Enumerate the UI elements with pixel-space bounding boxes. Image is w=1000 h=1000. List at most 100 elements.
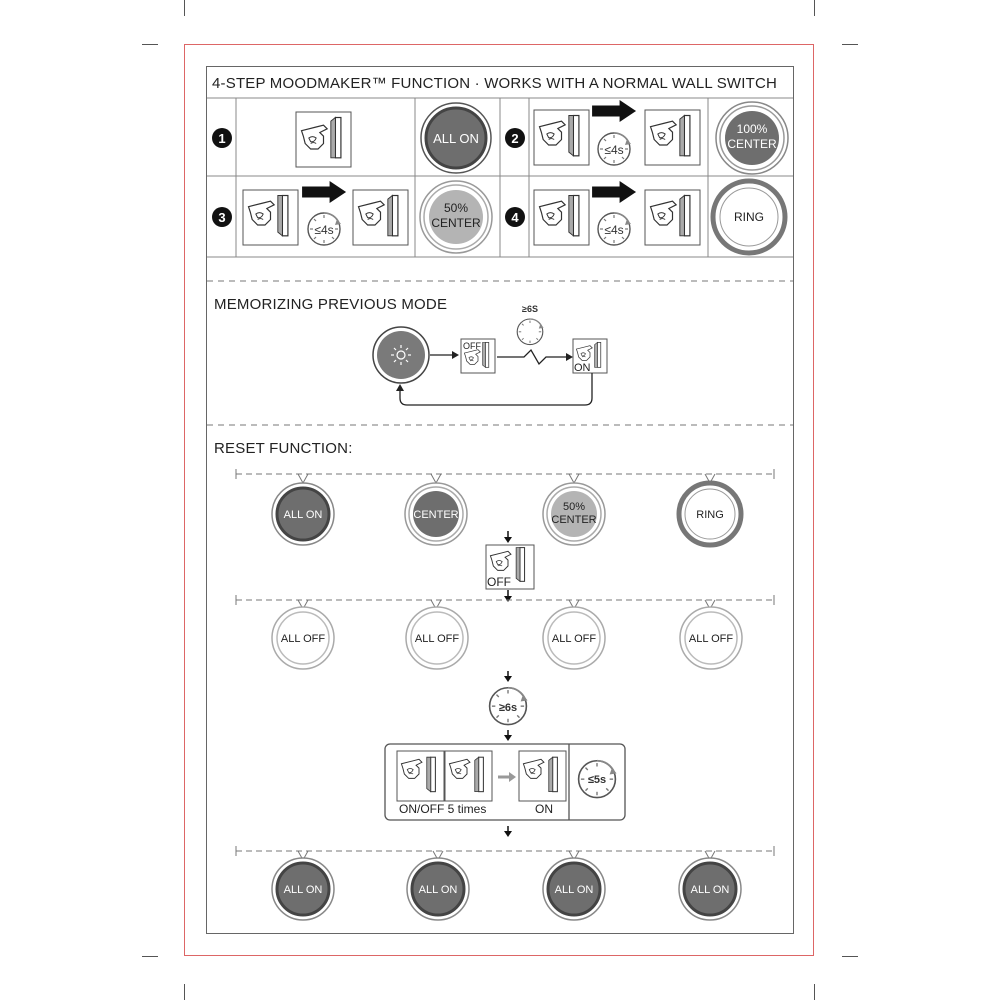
timer-icon: ≥6s (488, 686, 529, 726)
switch-on-icon (644, 189, 701, 246)
svg-text:50%: 50% (563, 501, 585, 513)
mode-all-off-icon: ALL OFF (405, 606, 469, 670)
mode-all-on-icon: ALL ON (542, 857, 606, 921)
switch-off-icon (242, 189, 299, 246)
bracket-line (235, 595, 775, 611)
page-title: 4-STEP MOODMAKER™ FUNCTION · WORKS WITH … (212, 75, 778, 92)
memorize-light-icon (372, 326, 430, 384)
bracket-line (235, 846, 775, 862)
down-arrow-icon (504, 826, 512, 837)
svg-text:3: 3 (218, 210, 225, 225)
memorize-title: MEMORIZING PREVIOUS MODE (214, 296, 448, 313)
svg-text:ALL ON: ALL ON (555, 884, 594, 896)
break-line (497, 348, 566, 366)
arrow-right-icon (592, 100, 637, 122)
crop-mark (842, 956, 858, 957)
svg-text:ALL ON: ALL ON (691, 884, 730, 896)
timer-icon: ≤4s (597, 212, 632, 246)
timer-icon: ≤4s (307, 212, 342, 246)
svg-text:≥6S: ≥6S (522, 304, 538, 314)
step-grid (207, 97, 793, 258)
crop-mark (184, 0, 185, 16)
svg-text:100%: 100% (737, 122, 768, 136)
svg-text:≤4s: ≤4s (604, 223, 623, 237)
mode-center-icon: CENTER (404, 482, 468, 546)
switch-off-icon (533, 109, 590, 166)
timer-icon: ≤4s (597, 132, 632, 166)
svg-text:1: 1 (218, 131, 225, 146)
svg-text:CENTER: CENTER (551, 514, 596, 526)
mode-all-on-icon: ALL ON (420, 102, 492, 174)
svg-text:ALL ON: ALL ON (419, 884, 458, 896)
svg-text:ALL OFF: ALL OFF (689, 633, 733, 645)
timer-icon: ≤5s (577, 759, 618, 799)
mode-all-off-icon: ALL OFF (679, 606, 743, 670)
switch-on-icon: ON (572, 338, 608, 374)
instruction-panel (206, 66, 794, 934)
down-arrow-icon (504, 531, 512, 543)
down-arrow-icon (504, 730, 512, 741)
loop-back-line (399, 373, 593, 406)
svg-text:≥6s: ≥6s (499, 702, 517, 714)
mode-all-on-icon: ALL ON (271, 857, 335, 921)
crop-mark (842, 44, 858, 45)
switch-off-icon: OFF (485, 544, 535, 590)
svg-text:ON: ON (574, 362, 591, 374)
svg-text:OFF: OFF (463, 341, 481, 351)
arrow-right-icon (302, 181, 347, 203)
svg-text:≤4s: ≤4s (604, 143, 623, 157)
svg-text:2: 2 (511, 131, 518, 146)
reset-title: RESET FUNCTION: (214, 440, 353, 457)
bracket-line (235, 469, 775, 485)
onoff-label: ON/OFF 5 times (399, 802, 486, 816)
svg-text:CENTER: CENTER (431, 216, 481, 230)
arrow-right-icon (498, 772, 516, 782)
switch-off-icon: OFF (460, 338, 496, 374)
reset-sequence-box: ON/OFF 5 times ON ≤5s (384, 743, 626, 821)
crop-mark (184, 984, 185, 1000)
crop-mark (814, 0, 815, 16)
down-arrow-icon (504, 590, 512, 602)
timer-icon: ≥6S (516, 304, 545, 346)
svg-text:ALL ON: ALL ON (284, 884, 323, 896)
mode-all-on-icon: ALL ON (271, 482, 335, 546)
mode-all-on-icon: ALL ON (678, 857, 742, 921)
svg-text:ALL OFF: ALL OFF (281, 633, 325, 645)
mode-all-on-icon: ALL ON (406, 857, 470, 921)
svg-text:ALL ON: ALL ON (433, 131, 479, 146)
arrow-head-icon (396, 384, 404, 391)
page-border (184, 44, 814, 956)
svg-text:ALL ON: ALL ON (284, 509, 323, 521)
svg-text:CENTER: CENTER (413, 509, 458, 521)
svg-text:OFF: OFF (487, 575, 511, 589)
crop-mark (142, 956, 158, 957)
step-badge-4: 4 (505, 207, 525, 227)
step-badge-1: 1 (212, 128, 232, 148)
mode-all-off-icon: ALL OFF (271, 606, 335, 670)
arrow-right-icon (592, 181, 637, 203)
down-arrow-icon (504, 671, 512, 682)
svg-text:RING: RING (734, 210, 764, 224)
svg-text:50%: 50% (444, 201, 468, 215)
crop-mark (142, 44, 158, 45)
switch-off-icon (533, 189, 590, 246)
svg-text:ALL OFF: ALL OFF (552, 633, 596, 645)
mode-ring-icon: RING (710, 178, 788, 256)
switch-on-icon (352, 189, 409, 246)
mode-100-center-icon: 100% CENTER (715, 101, 789, 175)
mode-50-center-icon: 50% CENTER (542, 482, 606, 546)
mode-ring-icon: RING (676, 480, 744, 548)
svg-text:≤4s: ≤4s (314, 223, 333, 237)
step-badge-3: 3 (212, 207, 232, 227)
step-badge-2: 2 (505, 128, 525, 148)
svg-text:≤5s: ≤5s (588, 774, 606, 786)
crop-mark (814, 984, 815, 1000)
mode-all-off-icon: ALL OFF (542, 606, 606, 670)
svg-text:CENTER: CENTER (727, 137, 777, 151)
svg-text:ALL OFF: ALL OFF (415, 633, 459, 645)
switch-on-icon (295, 111, 352, 168)
on-label: ON (535, 802, 553, 816)
svg-text:RING: RING (696, 509, 724, 521)
arrow-head-icon (452, 351, 459, 359)
